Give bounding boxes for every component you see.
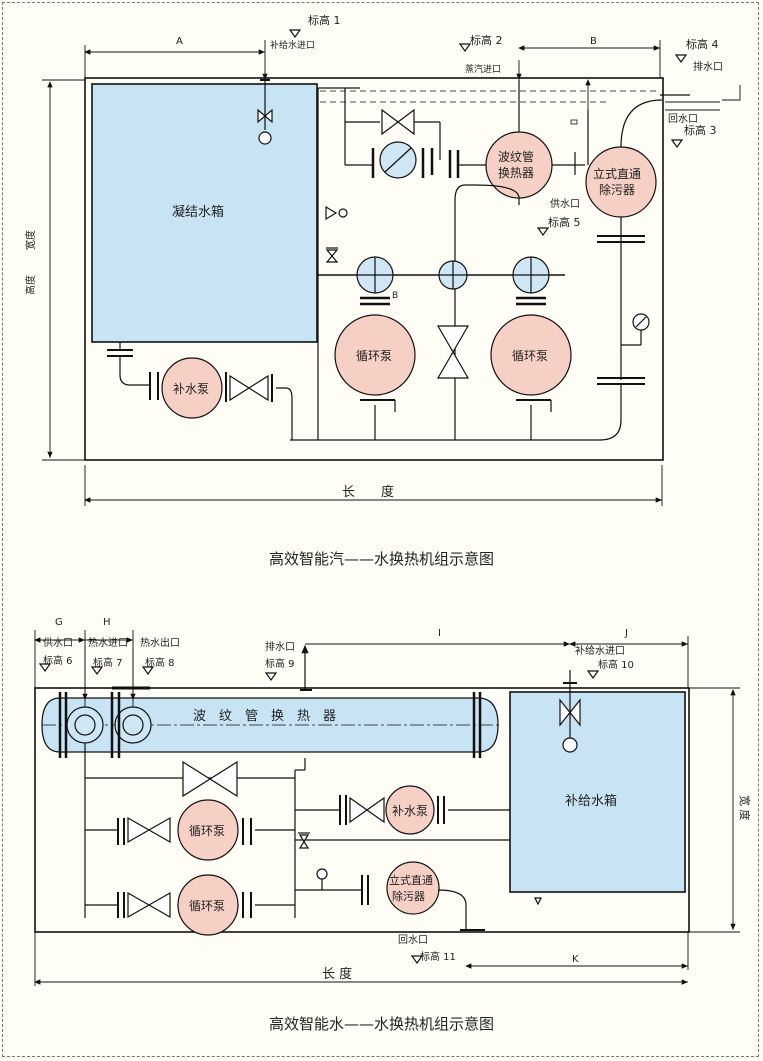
exchanger-label-1: 波纹管 xyxy=(498,149,534,164)
circ-pump-2-label: 循环泵 xyxy=(512,349,548,363)
elev7-label: 标高 7 xyxy=(93,656,123,669)
dim-b: B xyxy=(590,36,597,47)
makeup-tank xyxy=(509,691,686,893)
tank-valve-icon xyxy=(257,108,273,124)
hot-in-label: 热水进口 xyxy=(88,636,128,649)
dim-length: 长 度 xyxy=(342,484,394,500)
dim-width-1: 宽度 xyxy=(24,230,37,250)
elev1-label: 标高 1 xyxy=(308,13,341,27)
deaerator-2-label-1: 立式直通 xyxy=(389,873,433,887)
elev2-label: 标高 2 xyxy=(470,33,503,47)
deaerator-2-label-2: 除污器 xyxy=(392,889,425,903)
circ-pump-4 xyxy=(177,874,239,936)
unit-frame-1 xyxy=(84,77,664,461)
condensate-tank xyxy=(91,83,318,343)
circ-pump-1-label: 循环泵 xyxy=(356,349,392,363)
elev5-label: 标高 5 xyxy=(548,215,581,229)
supply-label-2: 供水口 xyxy=(43,636,73,649)
diagram2-labels: G H I J 供水口 标高 6 热水进口 标高 7 热水出口 标高 8 排水口… xyxy=(43,617,752,982)
diagram-steam-water xyxy=(42,29,741,506)
drain-label-2: 排水口 xyxy=(265,640,295,653)
makeup-valve-icon xyxy=(559,698,581,727)
return-label-2: 回水口 xyxy=(398,934,428,946)
circ-pump-3 xyxy=(177,799,239,861)
circ-pump-2 xyxy=(490,314,572,396)
circ-pump-3-label: 循环泵 xyxy=(189,824,225,838)
dim-height-1: 高度 xyxy=(24,275,37,295)
makeup-tank-label: 补给水箱 xyxy=(565,793,617,809)
deaerator-1 xyxy=(585,146,657,218)
dim-width-2: 宽 度 xyxy=(738,795,752,821)
dim-h: H xyxy=(103,617,111,628)
elev10-label: 标高 10 xyxy=(598,658,634,671)
exchanger-label-2: 换热器 xyxy=(498,166,534,180)
bypass-valve-2-icon xyxy=(182,760,238,798)
tube-exchanger xyxy=(41,697,499,753)
diagram2-caption: 高效智能水——水换热机组示意图 xyxy=(268,1015,494,1033)
hot-out-label: 热水出口 xyxy=(140,636,180,649)
elev4-label: 标高 4 xyxy=(686,37,719,51)
gate-valve-icon xyxy=(436,325,470,379)
circ-pump-4-label: 循环泵 xyxy=(189,899,225,913)
supply-label: 供水口 xyxy=(550,197,580,210)
deaerator-label-1: 立式直通 xyxy=(593,166,641,181)
makeup-inlet-label: 补给水进口 xyxy=(270,39,315,51)
elev11-label: 标高 11 xyxy=(420,950,456,963)
makeup-pump-2 xyxy=(385,785,435,835)
dim-a: A xyxy=(176,36,183,47)
return-label: 回水口 xyxy=(668,113,698,125)
unit-frame-2 xyxy=(34,687,690,933)
diagram1-labels: 标高 1 补给水进口 A 标高 2 蒸汽进口 B 标高 4 排水口 回水口 标高… xyxy=(24,13,723,500)
plate-exchanger xyxy=(485,131,553,199)
makeup-pump-label: 补水泵 xyxy=(173,382,209,396)
dim-length-2: 长 度 xyxy=(322,966,352,982)
dim-j: J xyxy=(624,628,628,639)
elev6-label: 标高 6 xyxy=(43,654,73,667)
deaerator-2 xyxy=(386,861,440,915)
bypass-valve-icon xyxy=(381,108,415,136)
steam-inlet-label: 蒸汽进口 xyxy=(465,63,501,75)
diagram-water-water xyxy=(34,630,740,986)
dim-k: K xyxy=(572,954,579,965)
makeup-inlet-label-2: 补给水进口 xyxy=(575,644,625,657)
mark-b: B xyxy=(392,291,398,301)
drain-label: 排水口 xyxy=(693,60,723,73)
diagram1-caption: 高效智能汽——水换热机组示意图 xyxy=(268,550,494,568)
elev9-label: 标高 9 xyxy=(265,657,295,670)
elev8-label: 标高 8 xyxy=(145,656,175,669)
makeup-pump-2-label: 补水泵 xyxy=(392,804,428,818)
elev3-label: 标高 3 xyxy=(684,123,717,137)
dim-i: I xyxy=(438,628,441,639)
circ-pump-1 xyxy=(334,314,416,396)
dim-g: G xyxy=(55,617,63,628)
makeup-pump-1 xyxy=(161,357,223,419)
condensate-tank-label: 凝结水箱 xyxy=(172,204,224,220)
exchanger-label-3: 波 纹 管 换 热 器 xyxy=(193,709,336,724)
deaerator-label-2: 除污器 xyxy=(599,182,635,197)
